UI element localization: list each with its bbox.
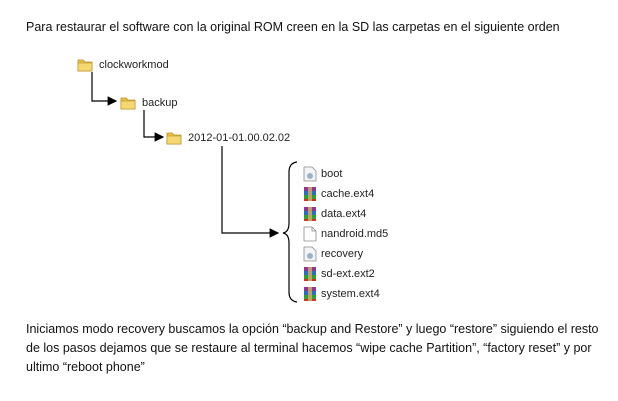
file-item: cache.ext4 — [303, 185, 374, 203]
folder-label: 2012-01-01.00.02.02 — [188, 132, 291, 144]
file-label: recovery — [321, 248, 364, 260]
folder-label: clockworkmod — [99, 59, 169, 71]
folder-icon — [120, 96, 136, 110]
file-label: cache.ext4 — [321, 188, 375, 200]
outro-text: Iniciamos modo recovery buscamos la opci… — [26, 322, 599, 374]
file-label: nandroid.md5 — [321, 228, 389, 240]
file-label: sd-ext.ext2 — [321, 268, 375, 280]
text-file-icon — [303, 226, 317, 242]
image-file-icon — [303, 166, 317, 182]
arrow-connector — [91, 72, 118, 106]
file-item: system.ext4 — [303, 285, 380, 303]
folder-icon — [77, 58, 93, 72]
arrow-connector — [143, 110, 165, 142]
archive-icon — [303, 186, 317, 202]
file-label: system.ext4 — [321, 288, 380, 300]
folder-label: backup — [142, 97, 178, 109]
folder-clockworkmod: clockworkmod — [77, 56, 169, 74]
file-item: nandroid.md5 — [303, 225, 388, 243]
curly-brace — [282, 161, 298, 303]
archive-icon — [303, 286, 317, 302]
file-item: data.ext4 — [303, 205, 366, 223]
file-item: sd-ext.ext2 — [303, 265, 375, 283]
folder-backup: backup — [120, 94, 177, 112]
folder-icon — [166, 131, 182, 145]
image-file-icon — [303, 246, 317, 262]
folder-date: 2012-01-01.00.02.02 — [166, 129, 290, 147]
archive-icon — [303, 266, 317, 282]
arrow-connector — [221, 146, 280, 238]
file-label: boot — [321, 168, 343, 180]
file-item: recovery — [303, 245, 363, 263]
file-item: boot — [303, 165, 342, 183]
archive-icon — [303, 206, 317, 222]
intro-text: Para restaurar el software con la origin… — [26, 20, 560, 34]
file-label: data.ext4 — [321, 208, 367, 220]
